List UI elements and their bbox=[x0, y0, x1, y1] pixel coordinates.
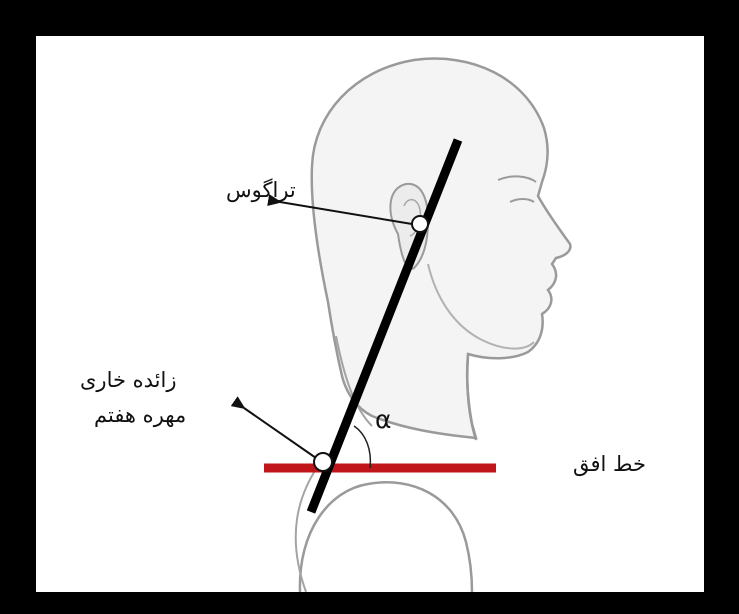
c7-arrow bbox=[244, 408, 316, 458]
c7-marker bbox=[314, 453, 332, 471]
angle-arc bbox=[354, 426, 370, 468]
angle-label: α bbox=[375, 405, 391, 434]
horizontal-line-label: خط افق bbox=[573, 448, 646, 480]
c7-label-line1: زائده خاری bbox=[80, 364, 176, 396]
shoulder-left bbox=[296, 466, 318, 592]
head-profile-icon bbox=[296, 59, 571, 592]
head-outline bbox=[312, 59, 571, 438]
c7-label-line2: مهره هفتم bbox=[94, 399, 186, 431]
collar-curve bbox=[300, 482, 472, 592]
figure-panel: تراگوس زائده خاری مهره هفتم خط افق α bbox=[36, 36, 704, 592]
tragus-marker bbox=[412, 216, 428, 232]
tragus-label: تراگوس bbox=[226, 174, 296, 206]
head-posture-diagram bbox=[36, 36, 704, 592]
